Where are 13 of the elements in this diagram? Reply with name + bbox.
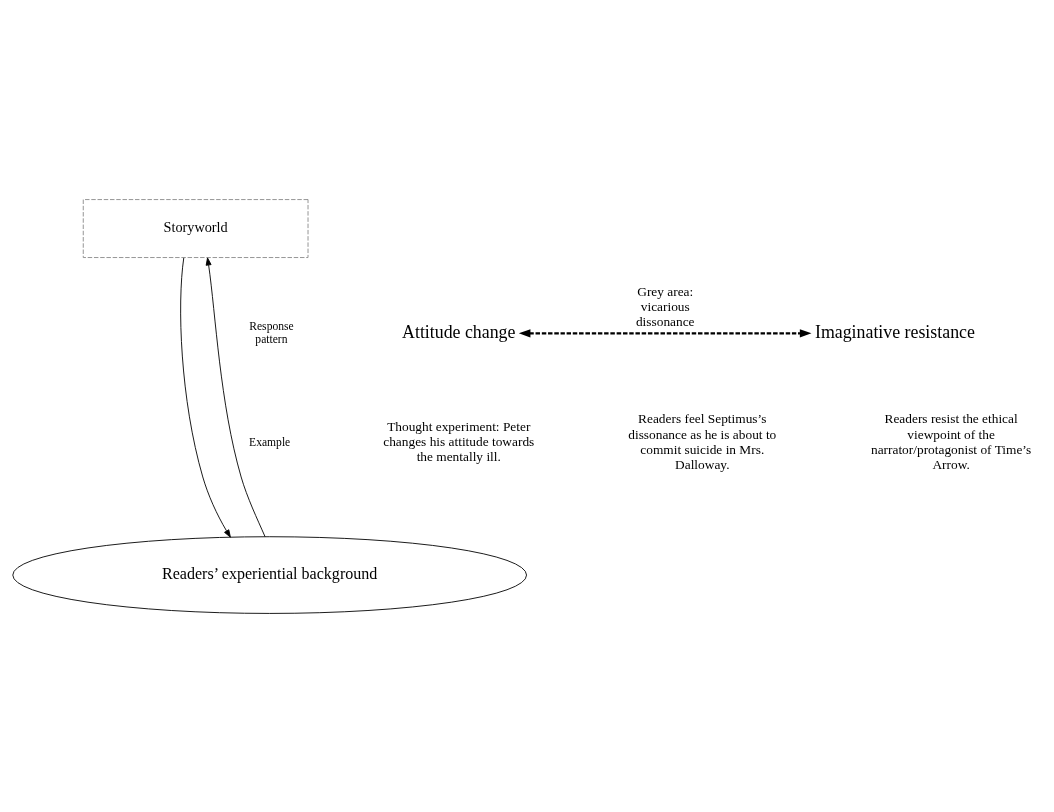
arrow: [518, 328, 812, 337]
node-text: Imaginative resistance: [814, 321, 975, 342]
label: Readers feel Septimus’s dissonance as he is about to commit suicide in Mrs. Dalloway.: [628, 410, 777, 472]
label: Response pattern: [249, 319, 294, 346]
label: Readers resist the ethical viewpoint of the narrator/protagonist of Time’s Arrow.: [870, 410, 1032, 472]
node-text: Attitude change: [402, 321, 516, 342]
node-box: Storyworld: [82, 198, 309, 258]
node-ellipse: Readers’ experiential background: [12, 535, 527, 614]
label: Thought experiment: Peter changes his attitude towards the mentally ill.: [383, 418, 535, 464]
edge-label: Grey area: vicarious dissonance: [635, 283, 695, 329]
arrow: [205, 256, 266, 537]
arrow: [180, 256, 231, 538]
label: Example: [249, 435, 291, 449]
